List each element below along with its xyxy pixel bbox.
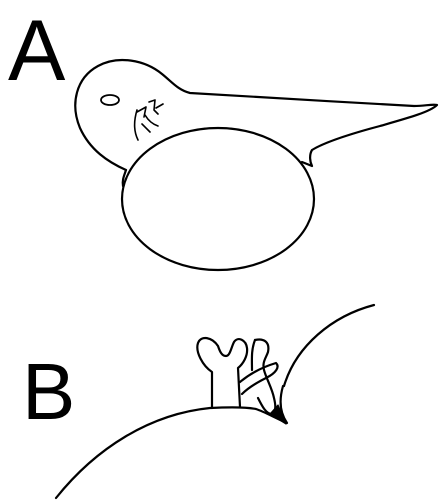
panel-a-drawing [75, 60, 437, 270]
eye-spot [101, 95, 119, 105]
large-curve-right [284, 305, 374, 386]
surface-curve [56, 386, 287, 498]
cell-body-outline [75, 60, 437, 170]
outgrowth-branch [255, 340, 275, 415]
spherical-body [122, 128, 314, 270]
outgrowth-stalk [197, 338, 247, 408]
branching-structure-a [135, 100, 164, 140]
panel-b-drawing [56, 305, 374, 498]
outgrowth-inner-line [252, 340, 255, 370]
